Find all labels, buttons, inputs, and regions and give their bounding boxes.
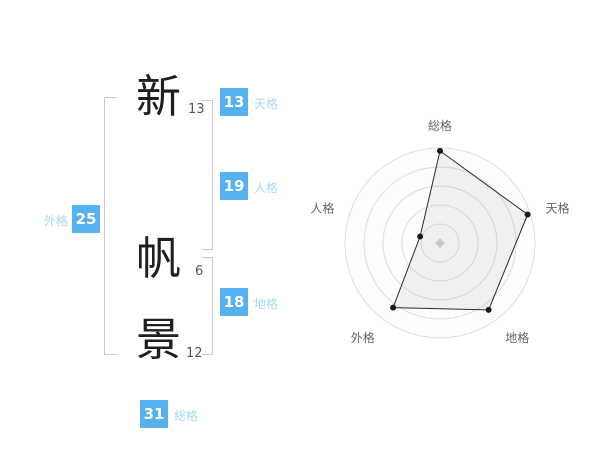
- stroke-count-2: 6: [195, 264, 204, 279]
- soukaku-label: 総格: [174, 409, 199, 423]
- radar-data-point: [437, 147, 443, 154]
- radar-data-point: [417, 233, 424, 240]
- radar-center-marker: [435, 238, 445, 248]
- radar-data-point: [524, 211, 531, 218]
- chikaku-value-box: 18: [220, 288, 248, 316]
- name-character-2: 帆: [136, 232, 182, 285]
- soukaku-value-box: 31: [140, 400, 168, 428]
- jinkaku-value-box: 19: [220, 172, 248, 200]
- radar-grid-ring: [382, 185, 498, 301]
- radar-data-point: [485, 306, 492, 313]
- tenkaku-label: 天格: [254, 97, 279, 111]
- radar-axis-label: 総格: [428, 118, 452, 133]
- radar-axis-label: 外格: [351, 330, 375, 345]
- stroke-count-3: 12: [186, 346, 203, 361]
- radar-grid-ring: [420, 223, 460, 263]
- radar-axis-label: 天格: [546, 201, 570, 216]
- radar-data-point: [390, 304, 397, 311]
- radar-axis-label: 地格: [505, 330, 529, 345]
- chikaku-bracket: [202, 257, 213, 355]
- radar-data-polygon: [392, 150, 529, 311]
- name-character-1: 新: [136, 70, 182, 123]
- gaikaku-bracket: [104, 97, 117, 355]
- gaikaku-value-box: 25: [72, 205, 100, 233]
- jinkaku-label: 人格: [254, 181, 279, 195]
- jinkaku-bracket: [202, 100, 213, 250]
- gaikaku-label: 外格: [44, 214, 69, 228]
- radar-grid-ring: [401, 204, 479, 282]
- tenkaku-value-box: 13: [220, 88, 248, 116]
- radar-axis-label: 人格: [310, 201, 334, 216]
- name-character-3: 景: [136, 313, 182, 366]
- stroke-count-1: 13: [188, 102, 205, 117]
- chikaku-label: 地格: [254, 297, 279, 311]
